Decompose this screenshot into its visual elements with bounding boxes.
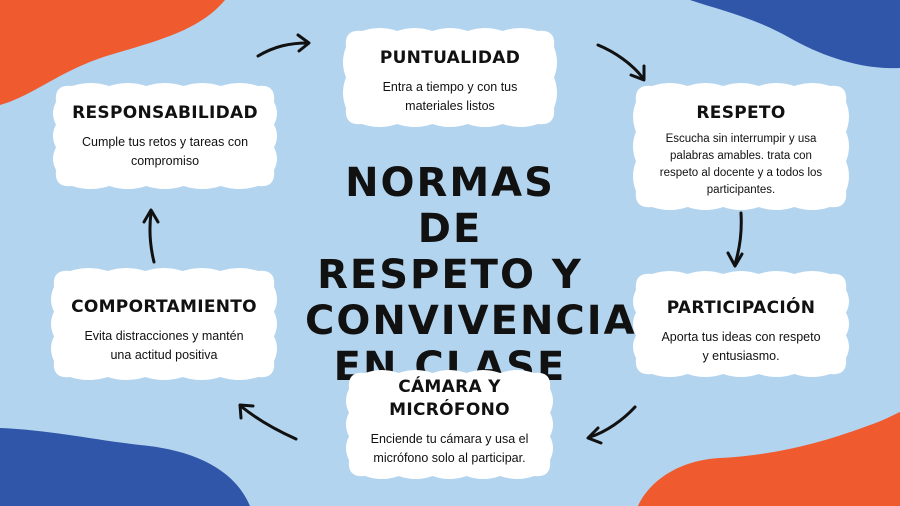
arrow-comportamiento-to-responsabilidad bbox=[142, 208, 160, 264]
node-description: Cumple tus retos y tareas con compromiso bbox=[81, 135, 249, 168]
node-comportamiento: COMPORTAMIENTO Evita distracciones y man… bbox=[48, 265, 280, 383]
node-description: Aporta tus ideas con respeto y entusiasm… bbox=[661, 330, 821, 363]
node-participacion: PARTICIPACIÓN Aporta tus ideas con respe… bbox=[630, 268, 852, 380]
node-description: Escucha sin interrumpir y usa palabras a… bbox=[659, 133, 823, 196]
blob-top-left bbox=[0, 0, 225, 105]
node-title: RESPETO bbox=[696, 103, 786, 123]
blob-bottom-right bbox=[638, 412, 900, 506]
cloud-shape bbox=[346, 370, 553, 479]
node-title: RESPONSABILIDAD bbox=[72, 103, 258, 123]
arrow-puntualidad-to-respeto bbox=[596, 43, 646, 82]
node-description: Evita distracciones y mantén una actitud… bbox=[84, 329, 244, 362]
arrow-participacion-to-camara bbox=[586, 405, 637, 445]
node-description: Entra a tiempo y con tus materiales list… bbox=[382, 80, 518, 113]
arrow-respeto-to-participacion bbox=[726, 211, 744, 268]
node-respeto: RESPETO Escucha sin interrumpir y usa pa… bbox=[630, 80, 852, 213]
title-line: RESPETO Y bbox=[317, 252, 583, 298]
node-puntualidad: PUNTUALIDAD Entra a tiempo y con tus mat… bbox=[340, 25, 560, 130]
diagram-title: NORMAS DE RESPETO Y CONVIVENCIA EN CLASE bbox=[305, 160, 637, 390]
node-title: CÁMARA Y MICRÓFONO bbox=[389, 377, 510, 420]
arrow-camara-to-comportamiento bbox=[238, 403, 298, 441]
title-line: CONVIVENCIA bbox=[305, 298, 637, 344]
cloud-shape bbox=[53, 83, 277, 189]
arrow-responsabilidad-to-puntualidad bbox=[256, 33, 311, 58]
node-title: COMPORTAMIENTO bbox=[71, 297, 257, 317]
node-title: PUNTUALIDAD bbox=[379, 48, 521, 68]
cloud-shape bbox=[343, 28, 557, 127]
node-description: Enciende tu cámara y usa el micrófono so… bbox=[370, 432, 529, 465]
title-line: NORMAS DE bbox=[345, 160, 555, 252]
node-title: PARTICIPACIÓN bbox=[666, 298, 816, 318]
cloud-shape bbox=[51, 268, 277, 380]
node-responsabilidad: RESPONSABILIDAD Cumple tus retos y tarea… bbox=[50, 80, 280, 192]
cloud-shape bbox=[633, 271, 849, 377]
cloud-shape bbox=[633, 83, 849, 210]
blob-bottom-left bbox=[0, 428, 250, 506]
blob-top-right bbox=[690, 0, 900, 69]
node-camara-microfono: CÁMARA Y MICRÓFONO Enciende tu cámara y … bbox=[343, 367, 556, 482]
